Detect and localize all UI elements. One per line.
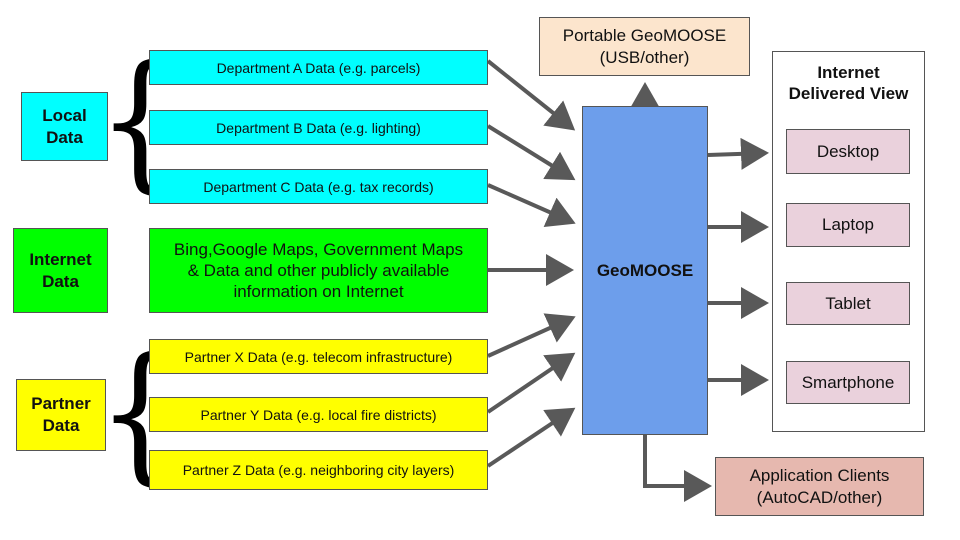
device-laptop: Laptop <box>786 203 910 247</box>
partner-data-line2: Data <box>42 416 80 435</box>
local-data-line1: Local <box>42 105 87 125</box>
source-internet-line3: information on Internet <box>233 282 404 301</box>
local-data-line2: Data <box>46 127 83 147</box>
source-internet-line1: Bing,Google Maps, Government Maps <box>173 240 464 259</box>
arrow-partner-z <box>486 407 576 468</box>
source-internet-line2: & Data and other publicly available <box>187 261 450 280</box>
portable-line1: Portable GeoMOOSE <box>562 25 727 45</box>
internet-data-line1: Internet <box>29 249 92 269</box>
internet-view-title-line2: Delivered View <box>788 84 909 103</box>
partner-data-label: Partner Data <box>16 379 106 451</box>
local-data-label: Local Data <box>21 92 108 161</box>
clients-line2: (AutoCAD/other) <box>756 487 883 507</box>
arrow-dept-c <box>487 183 576 227</box>
source-dept-a: Department A Data (e.g. parcels) <box>149 50 488 85</box>
portable-geomoose: Portable GeoMOOSE (USB/other) <box>539 17 750 76</box>
source-dept-b: Department B Data (e.g. lighting) <box>149 110 488 145</box>
internet-data-label: Internet Data <box>13 228 108 313</box>
arrow-dept-a <box>486 59 576 131</box>
source-partner-y: Partner Y Data (e.g. local fire district… <box>149 397 488 432</box>
source-partner-x: Partner X Data (e.g. telecom infrastruct… <box>149 339 488 374</box>
internet-view-title: Internet Delivered View <box>789 62 909 104</box>
geomoose-node: GeoMOOSE <box>582 106 708 435</box>
arrow-desktop <box>707 137 769 170</box>
arrow-partner-y <box>486 352 576 414</box>
source-internet: Bing,Google Maps, Government Maps & Data… <box>149 228 488 313</box>
device-tablet: Tablet <box>786 282 910 325</box>
source-dept-c: Department C Data (e.g. tax records) <box>149 169 488 204</box>
clients-line1: Application Clients <box>749 465 890 485</box>
device-desktop: Desktop <box>786 129 910 174</box>
arrow-dept-b <box>486 124 576 181</box>
partner-data-line1: Partner <box>31 394 91 413</box>
internet-view-title-line1: Internet <box>817 63 880 82</box>
arrow-clients <box>643 435 712 502</box>
internet-data-line2: Data <box>42 271 79 291</box>
source-partner-z: Partner Z Data (e.g. neighboring city la… <box>149 450 488 490</box>
portable-line2: (USB/other) <box>599 47 690 67</box>
application-clients: Application Clients (AutoCAD/other) <box>715 457 924 516</box>
device-smartphone: Smartphone <box>786 361 910 404</box>
arrow-partner-x <box>487 313 576 358</box>
